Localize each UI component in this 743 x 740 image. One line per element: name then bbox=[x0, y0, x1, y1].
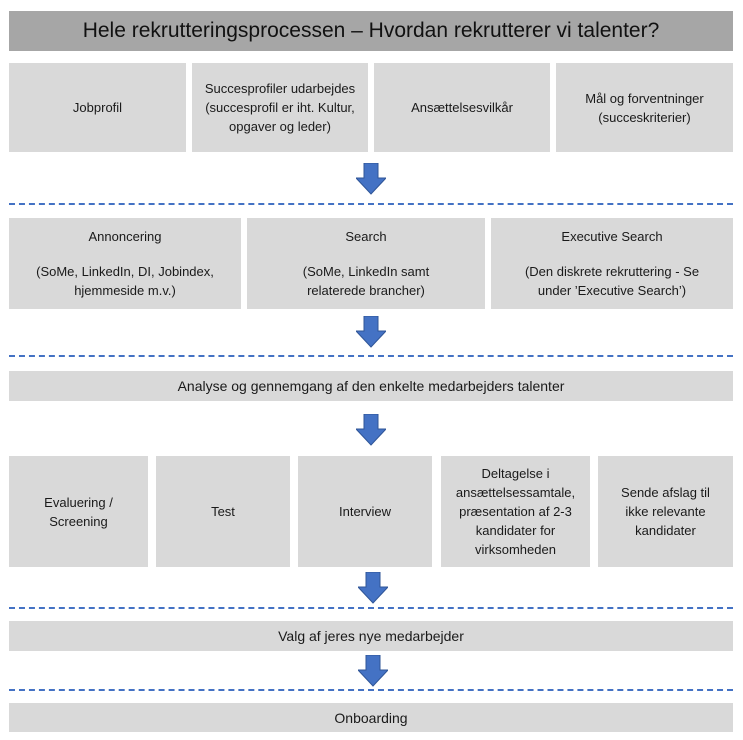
step-maal-forventninger: Mål og forventninger (succeskriterier) bbox=[556, 63, 733, 152]
step-evaluering-label: Evaluering / Screening bbox=[44, 494, 113, 529]
step-analyse-label: Analyse og gennemgang af den enkelte med… bbox=[177, 378, 565, 394]
divider-3 bbox=[9, 607, 733, 609]
step-deltagelse-label: Deltagelse i ansættelsessamtale, præsent… bbox=[455, 466, 576, 557]
step-evaluering: Evaluering / Screening bbox=[9, 456, 148, 567]
divider-2 bbox=[9, 355, 733, 357]
step-executive-search-heading: Executive Search bbox=[561, 229, 663, 244]
step-succesprofiler-label: Succesprofiler udarbejdes (succesprofil … bbox=[204, 81, 356, 134]
step-maal-forventninger-label: Mål og forventninger (succeskriterier) bbox=[585, 90, 704, 125]
divider-1 bbox=[9, 203, 733, 205]
step-search-heading: Search bbox=[345, 229, 387, 244]
step-annoncering-detail: (SoMe, LinkedIn, DI, Jobindex, hjemmesid… bbox=[36, 264, 214, 298]
step-afslag: Sende afslag til ikke relevante kandidat… bbox=[598, 456, 733, 567]
down-arrow-icon bbox=[356, 163, 386, 195]
step-jobprofil: Jobprofil bbox=[9, 63, 186, 152]
diagram-title-text: Hele rekrutteringsprocessen – Hvordan re… bbox=[82, 19, 660, 42]
step-succesprofiler: Succesprofiler udarbejdes (succesprofil … bbox=[192, 63, 368, 152]
step-deltagelse: Deltagelse i ansættelsessamtale, præsent… bbox=[441, 456, 590, 567]
step-test: Test bbox=[156, 456, 290, 567]
step-interview: Interview bbox=[298, 456, 432, 567]
step-annoncering-heading: Annoncering bbox=[88, 229, 162, 244]
diagram-title: Hele rekrutteringsprocessen – Hvordan re… bbox=[9, 11, 733, 51]
step-analyse: Analyse og gennemgang af den enkelte med… bbox=[9, 371, 733, 401]
step-ansaettelsesvilkaar-label: Ansættelsesvilkår bbox=[411, 100, 513, 115]
step-valg: Valg af jeres nye medarbejder bbox=[9, 621, 733, 651]
divider-4 bbox=[9, 689, 733, 691]
step-executive-search-detail: (Den diskrete rekruttering - Se under ’E… bbox=[524, 264, 700, 298]
step-test-label: Test bbox=[211, 504, 235, 519]
step-annoncering: Annoncering (SoMe, LinkedIn, DI, Jobinde… bbox=[9, 218, 241, 309]
step-search-detail: (SoMe, LinkedIn samt relaterede brancher… bbox=[302, 264, 430, 298]
step-afslag-label: Sende afslag til ikke relevante kandidat… bbox=[621, 485, 710, 538]
down-arrow-icon bbox=[356, 414, 386, 446]
step-search: Search (SoMe, LinkedIn samt relaterede b… bbox=[247, 218, 485, 309]
down-arrow-icon bbox=[356, 316, 386, 348]
step-onboarding-label: Onboarding bbox=[334, 709, 408, 726]
down-arrow-icon bbox=[358, 655, 388, 687]
step-valg-label: Valg af jeres nye medarbejder bbox=[278, 628, 464, 644]
step-interview-label: Interview bbox=[338, 504, 392, 519]
step-onboarding: Onboarding bbox=[9, 703, 733, 732]
step-jobprofil-label: Jobprofil bbox=[72, 100, 123, 115]
step-ansaettelsesvilkaar: Ansættelsesvilkår bbox=[374, 63, 550, 152]
step-executive-search: Executive Search (Den diskrete rekrutter… bbox=[491, 218, 733, 309]
down-arrow-icon bbox=[358, 572, 388, 604]
